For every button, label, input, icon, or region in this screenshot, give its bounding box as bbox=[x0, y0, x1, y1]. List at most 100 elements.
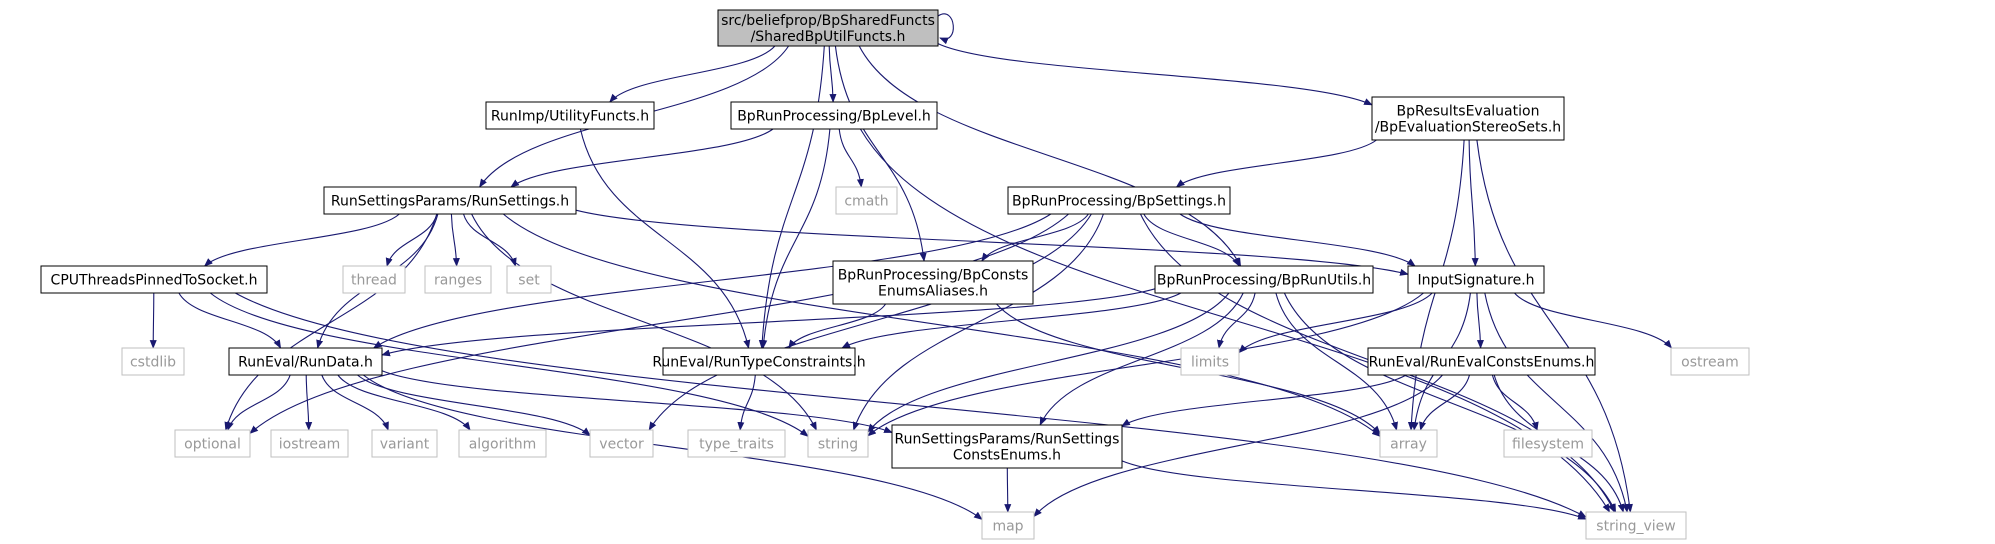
node-label-array: array bbox=[1390, 437, 1427, 453]
node-runsettings[interactable]: RunSettingsParams/RunSettings.h bbox=[323, 186, 577, 215]
node-box-cputhreads bbox=[40, 265, 268, 294]
node-inputsig[interactable]: InputSignature.h bbox=[1407, 265, 1545, 294]
edge-bpsettings-to-bprunutils bbox=[1143, 213, 1240, 267]
edge-cputhreads-to-rundata bbox=[178, 292, 282, 349]
node-bpresults[interactable]: BpResultsEvaluation/BpEvaluationStereoSe… bbox=[1371, 96, 1565, 141]
node-label-variant: variant bbox=[380, 437, 430, 453]
edge-root-to-root bbox=[937, 13, 954, 45]
edge-runevalconsts-to-array bbox=[1419, 374, 1471, 431]
edge-bprunutils-to-string bbox=[867, 292, 1230, 433]
edge-cputhreads-to-cstdlib bbox=[149, 292, 157, 349]
node-box-cmath bbox=[835, 186, 898, 215]
node-cputhreads[interactable]: CPUThreadsPinnedToSocket.h bbox=[40, 265, 268, 294]
edge-cputhreads-to-string bbox=[209, 292, 809, 437]
node-ranges: ranges bbox=[424, 265, 492, 294]
edge-inputsig-to-ostream bbox=[1514, 292, 1673, 349]
node-cstdlib: cstdlib bbox=[121, 347, 185, 376]
node-array: array bbox=[1379, 429, 1438, 458]
edge-bpresults-to-string_view bbox=[1476, 139, 1633, 513]
node-bprunutils[interactable]: BpRunProcessing/BpRunUtils.h bbox=[1154, 265, 1374, 294]
node-box-type_traits bbox=[687, 429, 786, 458]
node-rsconsts[interactable]: RunSettingsParams/RunSettingsConstsEnums… bbox=[891, 424, 1123, 469]
node-label-iostream: iostream bbox=[279, 437, 341, 453]
node-utility[interactable]: RunImp/UtilityFuncts.h bbox=[485, 101, 655, 130]
node-label-map: map bbox=[992, 519, 1023, 535]
node-map: map bbox=[981, 511, 1035, 540]
node-box-rsconsts bbox=[891, 424, 1123, 469]
edge-runsettings-to-ranges bbox=[450, 213, 460, 267]
node-label-bprunutils: BpRunProcessing/BpRunUtils.h bbox=[1157, 273, 1371, 289]
node-ostream: ostream bbox=[1670, 347, 1750, 376]
edge-bpsettings-to-inputsig bbox=[1179, 213, 1416, 267]
edge-root-to-utility bbox=[609, 45, 776, 103]
edges-layer bbox=[149, 13, 1673, 520]
edge-bpsettings-to-rundata bbox=[372, 213, 1052, 349]
node-root[interactable]: src/beliefprop/BpSharedFuncts/SharedBpUt… bbox=[717, 9, 939, 47]
node-label-root-line-1: src/beliefprop/BpSharedFuncts bbox=[721, 13, 935, 29]
node-label-rundata: RunEval/RunData.h bbox=[238, 355, 373, 371]
node-label-utility: RunImp/UtilityFuncts.h bbox=[491, 109, 649, 125]
edge-runtype-to-type_traits bbox=[737, 374, 756, 431]
edge-runsettings-to-cputhreads bbox=[203, 213, 400, 267]
node-set: set bbox=[506, 265, 552, 294]
node-box-inputsig bbox=[1407, 265, 1545, 294]
node-runtype[interactable]: RunEval/RunTypeConstraints.h bbox=[652, 347, 866, 376]
node-box-string bbox=[807, 429, 869, 458]
node-box-filesystem bbox=[1503, 429, 1593, 458]
node-box-ostream bbox=[1670, 347, 1750, 376]
node-label-thread: thread bbox=[351, 273, 397, 289]
node-rundata[interactable]: RunEval/RunData.h bbox=[228, 347, 383, 376]
node-runevalconsts[interactable]: RunEval/RunEvalConstsEnums.h bbox=[1367, 347, 1596, 376]
node-label-bpconsts-line-1: BpRunProcessing/BpConsts bbox=[838, 268, 1029, 284]
edge-runevalconsts-to-filesystem bbox=[1491, 374, 1539, 431]
node-label-bplevel: BpRunProcessing/BpLevel.h bbox=[737, 109, 931, 125]
edge-runsettings-to-string bbox=[471, 213, 817, 431]
node-label-algorithm: algorithm bbox=[469, 437, 537, 453]
node-box-bpconsts bbox=[832, 260, 1034, 305]
node-box-ranges bbox=[424, 265, 492, 294]
node-box-root bbox=[717, 9, 939, 47]
edge-bplevel-to-runtype bbox=[760, 128, 831, 349]
nodes-layer: src/beliefprop/BpSharedFuncts/SharedBpUt… bbox=[40, 9, 1750, 540]
edge-rundata-to-vector bbox=[357, 374, 591, 436]
node-label-string_view: string_view bbox=[1596, 519, 1675, 535]
node-box-bplevel bbox=[730, 101, 938, 130]
edge-rsconsts-to-map bbox=[1004, 467, 1012, 513]
node-label-runevalconsts: RunEval/RunEvalConstsEnums.h bbox=[1369, 355, 1595, 371]
node-filesystem: filesystem bbox=[1503, 429, 1593, 458]
node-label-bpconsts-line-2: EnumsAliases.h bbox=[878, 284, 988, 300]
edge-bprunutils-to-rsconsts bbox=[1039, 292, 1244, 426]
edge-rundata-to-map bbox=[362, 374, 983, 520]
node-box-cstdlib bbox=[121, 347, 185, 376]
edge-bplevel-to-cmath bbox=[838, 128, 864, 188]
node-label-cputhreads: CPUThreadsPinnedToSocket.h bbox=[51, 273, 258, 289]
node-algorithm: algorithm bbox=[458, 429, 547, 458]
node-box-runevalconsts bbox=[1367, 347, 1596, 376]
edge-inputsig-to-string bbox=[867, 292, 1424, 437]
node-bpsettings[interactable]: BpRunProcessing/BpSettings.h bbox=[1007, 186, 1231, 215]
node-limits: limits bbox=[1180, 347, 1240, 376]
node-optional: optional bbox=[174, 429, 251, 458]
node-bplevel[interactable]: BpRunProcessing/BpLevel.h bbox=[730, 101, 938, 130]
edge-root-to-bpconsts bbox=[834, 45, 927, 262]
node-label-vector: vector bbox=[599, 437, 644, 453]
edge-runevalconsts-to-rsconsts bbox=[1121, 374, 1407, 427]
node-box-bpresults bbox=[1371, 96, 1565, 141]
node-box-vector bbox=[589, 429, 654, 458]
edge-bpsettings-to-optional bbox=[249, 213, 1069, 434]
node-box-bprunutils bbox=[1154, 265, 1374, 294]
node-label-optional: optional bbox=[184, 437, 241, 453]
node-box-set bbox=[506, 265, 552, 294]
node-vector: vector bbox=[589, 429, 654, 458]
node-box-algorithm bbox=[458, 429, 547, 458]
node-label-set: set bbox=[518, 273, 540, 289]
node-label-bpresults-line-1: BpResultsEvaluation bbox=[1397, 104, 1540, 120]
edge-bprunutils-to-array bbox=[1275, 292, 1398, 431]
edge-inputsig-to-limits bbox=[1238, 292, 1433, 354]
node-label-ranges: ranges bbox=[434, 273, 482, 289]
edge-root-to-bpresults bbox=[937, 43, 1373, 106]
edge-bpsettings-to-string bbox=[852, 213, 1104, 431]
node-label-inputsig: InputSignature.h bbox=[1417, 273, 1534, 289]
